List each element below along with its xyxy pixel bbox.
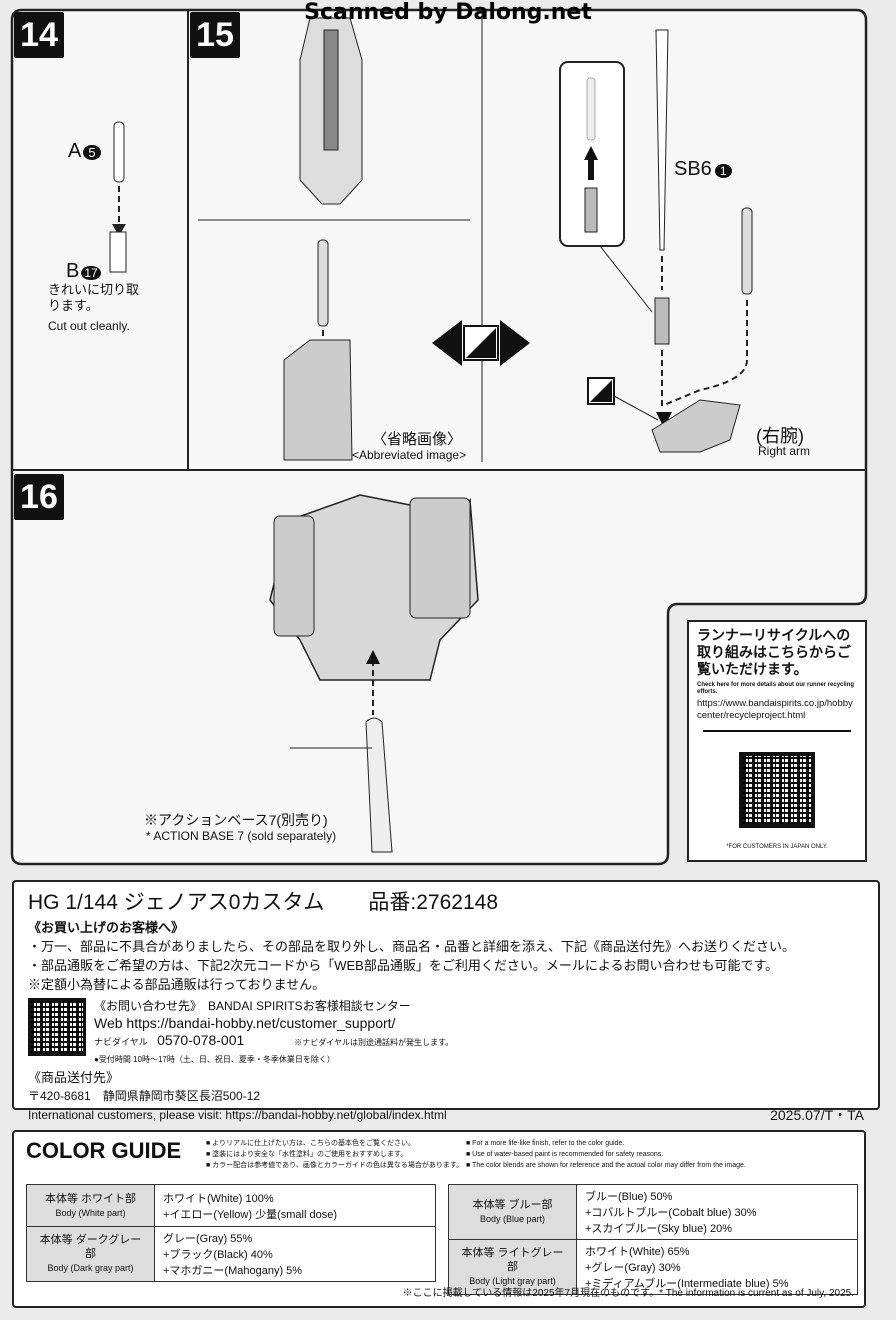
mix: +スカイブルー(Sky blue) 20% bbox=[585, 1223, 733, 1235]
color-row: 本体等 ブルー部 Body (Blue part) ブルー(Blue) 50% +コバ… bbox=[448, 1184, 858, 1240]
part-letter: B bbox=[66, 260, 80, 282]
customer-info-box: HG 1/144 ジェノアス0カスタム 品番:2762148 《お買い上げのお客様… bbox=[12, 880, 880, 1123]
mix: +マホガニー(Mahogany) 5% bbox=[163, 1265, 303, 1277]
row-jp: 本体等 ライトグレー部 bbox=[461, 1247, 564, 1273]
cut-note-en: Cut out cleanly. bbox=[48, 319, 130, 333]
row-en: Body (Blue part) bbox=[479, 1214, 546, 1224]
right-arm-en: Right arm bbox=[758, 444, 811, 458]
ship-heading: 《商品送付先》 bbox=[28, 1070, 120, 1085]
phone-number: 0570-078-001 bbox=[157, 1032, 245, 1048]
part-number-badge: 17 bbox=[81, 266, 101, 280]
mix: +ブラック(Black) 40% bbox=[163, 1249, 273, 1261]
mix: +ミディアムブルー(Intermediate blue) 5% bbox=[585, 1278, 789, 1290]
color-row: 本体等 ホワイト部 Body (White part) ホワイト(White) 10… bbox=[26, 1184, 436, 1227]
note: ■ よりリアルに仕上げたい方は、こちらの基本色をご覧ください。 bbox=[206, 1140, 415, 1147]
mix: ホワイト(White) 65% bbox=[585, 1246, 690, 1258]
part-number-badge: 1 bbox=[714, 164, 732, 178]
recycle-title: ランナーリサイクルへの取り組みはこちらからご覧いただけます。 bbox=[697, 628, 851, 678]
info-line: ・万一、部品に不具合がありましたら、その部品を取り外し、商品名・品番と詳細を添え… bbox=[28, 939, 796, 954]
mix: グレー(Gray) 55% bbox=[163, 1233, 253, 1245]
row-en: Body (White part) bbox=[55, 1207, 126, 1218]
sb6-rod bbox=[655, 29, 669, 251]
mix: +イエロー(Yellow) 少量(small dose) bbox=[163, 1208, 337, 1221]
color-guide-footnote: ※ここに掲載している情報は2025年7月現在のものです。* The inform… bbox=[402, 1288, 854, 1299]
recycle-note: *FOR CUSTOMERS IN JAPAN ONLY. bbox=[726, 844, 828, 850]
color-notes-en: ■ For a more life-like finish, refer to … bbox=[466, 1138, 746, 1171]
action-base-illustration bbox=[365, 717, 393, 853]
part-letter: SB6 bbox=[674, 158, 712, 180]
recycle-info-box: ランナーリサイクルへの取り組みはこちらからご覧いただけます。 Check her… bbox=[687, 620, 867, 862]
print-code: 2025.07/T・TA bbox=[770, 1107, 864, 1123]
note: ■ Use of water-based paint is recommende… bbox=[466, 1151, 664, 1158]
steps-frame bbox=[10, 8, 868, 866]
row-en: Body (Dark gray part) bbox=[47, 1263, 134, 1273]
note: ■ For a more life-like finish, refer to … bbox=[466, 1140, 625, 1147]
step-number-14: 14 bbox=[14, 12, 64, 58]
recycle-url[interactable]: https://www.bandaispirits.co.jp/hobbycen… bbox=[697, 698, 853, 721]
mix: +グレー(Gray) 30% bbox=[585, 1262, 681, 1274]
color-table-left: 本体等 ホワイト部 Body (White part) ホワイト(White) 10… bbox=[26, 1184, 436, 1282]
note: ■ The color blends are shown for referen… bbox=[466, 1162, 746, 1169]
abbreviated-swap-icon bbox=[432, 320, 530, 366]
part-a5-illustration bbox=[113, 121, 125, 183]
action-base-en: * ACTION BASE 7 (sold separately) bbox=[146, 829, 337, 843]
contact-label: 《お問い合わせ先》 BANDAI SPIRITSお客様相談センター bbox=[94, 999, 411, 1013]
note: ■ カラー配合は参考値であり、画像とカラーガイドの色は異なる場合があります。 bbox=[206, 1162, 464, 1169]
abbreviated-image-jp: 〈省略画像〉 bbox=[372, 431, 463, 448]
row-jp: 本体等 ホワイト部 bbox=[44, 1192, 137, 1205]
color-notes-jp: ■ よりリアルに仕上げたい方は、こちらの基本色をご覧ください。 ■ 塗装にはより安… bbox=[206, 1138, 463, 1171]
recycle-qr-code[interactable] bbox=[739, 752, 815, 828]
international-link[interactable]: International customers, please visit: h… bbox=[28, 1108, 447, 1122]
abbreviated-image-en: <Abbreviated image> bbox=[352, 448, 467, 462]
row-en: Body (Light gray part) bbox=[469, 1276, 556, 1286]
part-b17-illustration bbox=[109, 231, 127, 273]
product-number: 品番:2762148 bbox=[368, 891, 498, 914]
watermark: Scanned by Dalong.net bbox=[304, 0, 592, 25]
note: ■ 塗装にはより安全な「水性塗料」のご使用をおすすめします。 bbox=[206, 1151, 408, 1158]
info-line: ※定額小為替による部品通販は行っておりません。 bbox=[28, 977, 326, 992]
info-line: ・部品通販をご希望の方は、下記2次元コードから「WEB部品通販」をご利用ください… bbox=[28, 958, 779, 973]
color-guide-title: COLOR GUIDE bbox=[26, 1138, 182, 1163]
mix: +コバルトブルー(Cobalt blue) 30% bbox=[585, 1207, 757, 1219]
color-table-right: 本体等 ブルー部 Body (Blue part) ブルー(Blue) 50% +コバ… bbox=[448, 1184, 858, 1295]
color-guide-box: COLOR GUIDE ■ よりリアルに仕上げたい方は、こちらの基本色をご覧くだ… bbox=[12, 1130, 866, 1308]
phone-note: ※ナビダイヤルは別途通話料が発生します。 bbox=[294, 1038, 454, 1047]
cut-note-jp: きれいに切り取ります。 bbox=[48, 282, 140, 313]
step-number-15: 15 bbox=[190, 12, 240, 58]
part-number-badge: 5 bbox=[83, 145, 101, 160]
right-arm-jp: (右腕) bbox=[756, 426, 804, 446]
product-title: HG 1/144 ジェノアス0カスタム bbox=[28, 891, 325, 914]
support-web-link[interactable]: Web https://bandai-hobby.net/customer_su… bbox=[94, 1015, 396, 1031]
mix: ホワイト(White) 100% bbox=[163, 1192, 274, 1205]
action-base-jp: ※アクションベース7(別売り) bbox=[144, 812, 328, 828]
support-qr-code[interactable] bbox=[28, 998, 86, 1056]
row-jp: 本体等 ブルー部 bbox=[472, 1199, 553, 1211]
mix: ブルー(Blue) 50% bbox=[585, 1191, 673, 1203]
color-row: 本体等 ライトグレー部 Body (Light gray part) ホワイト(Wh… bbox=[448, 1239, 858, 1295]
navi-label: ナビダイヤル bbox=[94, 1037, 148, 1047]
recycle-subtitle: Check here for more details about our ru… bbox=[697, 682, 855, 695]
row-jp: 本体等 ダークグレー部 bbox=[39, 1234, 142, 1260]
color-row: 本体等 ダークグレー部 Body (Dark gray part) グレー(Gray… bbox=[26, 1226, 436, 1282]
right-arm-illustration bbox=[651, 399, 741, 453]
ship-address: 〒420-8681 静岡県静岡市葵区長沼500-12 bbox=[28, 1089, 261, 1103]
part-letter: A bbox=[68, 140, 82, 162]
hours: ●受付時間 10時～17時（土、日、祝日、夏季・冬季休業日を除く） bbox=[94, 1055, 335, 1064]
info-heading: 《お買い上げのお客様へ》 bbox=[28, 920, 185, 935]
step-number-16: 16 bbox=[14, 474, 64, 520]
